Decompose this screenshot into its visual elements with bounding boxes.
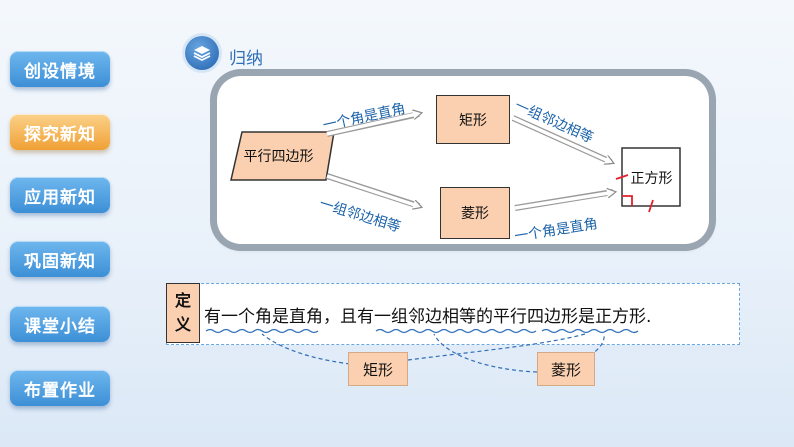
square-label: 正方形	[630, 170, 673, 187]
rhombus-tag: 菱形	[537, 352, 595, 386]
definition-tag-bottom: 义	[174, 315, 191, 334]
rhombus-box: 菱形	[440, 187, 510, 239]
sidebar: 创设情境 探究新知 应用新知 巩固新知 课堂小结 布置作业	[0, 0, 125, 447]
nav-consolidate-button[interactable]: 巩固新知	[10, 241, 110, 277]
wavy-underline-adjacent-equal	[375, 328, 537, 334]
definition-tag: 定 义	[166, 283, 200, 343]
parallelogram-shape	[230, 131, 335, 181]
definition-tag-top: 定	[174, 291, 191, 310]
nav-homework-button[interactable]: 布置作业	[10, 370, 110, 406]
curve-rectangle-right	[407, 333, 586, 361]
definition-text: 有一个角是直角，且有一组邻边相等的平行四边形是正方形.	[204, 307, 652, 327]
nav-explore-new-button[interactable]: 探究新知	[10, 114, 110, 150]
equal-side-tick-left	[615, 174, 629, 180]
parallelogram-label: 平行四边形	[243, 149, 314, 165]
definition-bar	[166, 283, 740, 345]
rectangle-box: 矩形	[436, 95, 510, 144]
equal-side-tick-bottom	[648, 199, 654, 213]
layers-icon	[185, 36, 219, 70]
nav-apply-new-button[interactable]: 应用新知	[10, 177, 110, 213]
right-angle-mark	[622, 195, 633, 206]
nav-summary-button[interactable]: 课堂小结	[10, 306, 110, 342]
nav-create-context-button[interactable]: 创设情境	[10, 51, 110, 87]
relationship-arrows	[230, 76, 681, 213]
section-title: 归纳	[229, 49, 263, 69]
curve-rhombus-left	[433, 333, 538, 373]
wavy-underline-parallelogram	[541, 328, 639, 334]
curve-rectangle-left	[261, 333, 351, 365]
wavy-underline-right-angle	[205, 328, 319, 334]
rectangle-tag: 矩形	[348, 352, 408, 386]
